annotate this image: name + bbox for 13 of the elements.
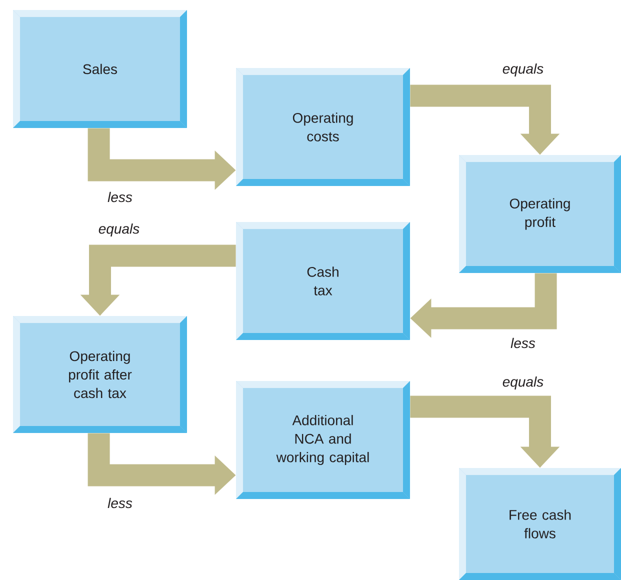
- process-box: Operating profit: [459, 155, 621, 273]
- edge-label: equals: [501, 62, 545, 78]
- edge-label: less: [510, 336, 536, 350]
- process-box: Free cash flows: [459, 468, 621, 580]
- process-box: Additional NCA and working capital: [236, 381, 410, 499]
- process-box: Cash tax: [236, 222, 410, 340]
- process-box: Operating costs: [236, 68, 410, 186]
- process-box: Sales: [13, 10, 187, 128]
- edge-label: less: [106, 190, 134, 204]
- edge-label: equals: [97, 222, 141, 238]
- edge-label: equals: [501, 375, 545, 391]
- process-box: Operating profit after cash tax: [13, 316, 187, 433]
- edge-label: less: [106, 496, 134, 510]
